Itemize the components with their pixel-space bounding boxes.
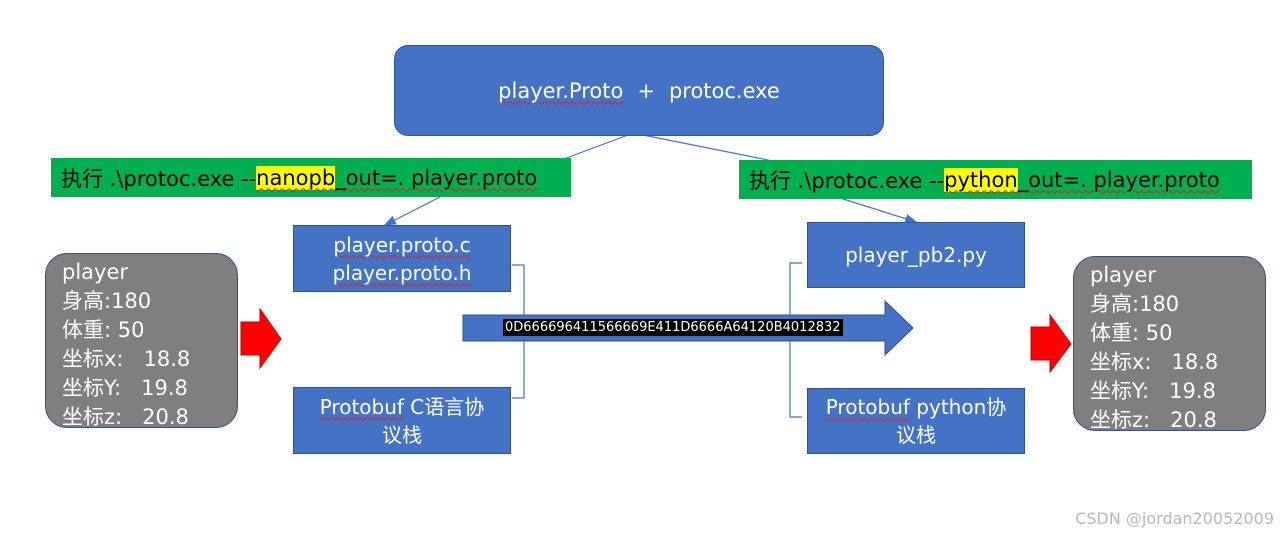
player-left-y: 坐标Y: 19.8: [62, 376, 188, 400]
cmd-right: 执行 .\protoc.exe --python_out=. player.pr…: [739, 160, 1252, 199]
stack-py: Protobuf python协 议栈: [807, 388, 1025, 454]
player-left-x: 坐标x: 18.8: [62, 347, 191, 371]
cmd-left-highlight: nanopb: [256, 165, 336, 190]
player-left-height: 身高:180: [62, 289, 152, 313]
cmd-left-prefix: 执行 .\protoc.exe --: [61, 166, 257, 191]
cmd-left: 执行 .\protoc.exe --nanopb_out=. player.pr…: [51, 158, 571, 197]
top-box: player.Proto + protoc.exe: [394, 45, 884, 136]
file-c-line1: player.proto.c: [333, 232, 471, 257]
stack-c-line1: Protobuf C语言协: [319, 394, 485, 419]
player-right-z: 坐标z: 20.8: [1090, 408, 1217, 432]
cmd-right-highlight: python: [944, 167, 1018, 192]
watermark: CSDN @jordan20052009: [1075, 509, 1274, 528]
arrow-cmd-right-to-py-file: [839, 197, 918, 224]
player-left-weight: 体重: 50: [62, 318, 145, 342]
player-left-title: player: [62, 260, 129, 284]
file-py: player_pb2.py: [807, 222, 1025, 288]
file-c-line2: player.proto.h: [332, 260, 472, 285]
hex-payload: 0D666696411566669E411D6666A64120B4012832: [503, 319, 843, 336]
stack-c-word: Protobuf: [319, 394, 404, 419]
player-left: player 身高:180 体重: 50 坐标x: 18.8 坐标Y: 19.8…: [45, 253, 238, 429]
stack-py-line2: 议栈: [896, 423, 936, 447]
stack-c: Protobuf C语言协 议栈: [293, 387, 511, 454]
top-box-plus: +: [637, 78, 655, 103]
stack-py-word: Protobuf: [825, 395, 910, 419]
file-c: player.proto.c player.proto.h: [293, 225, 511, 292]
stack-py-line1: Protobuf python协: [825, 395, 1007, 419]
top-box-protoc: protoc.exe: [668, 78, 780, 103]
player-right-y: 坐标Y: 19.8: [1090, 379, 1216, 403]
player-right-title: player: [1090, 263, 1157, 287]
cmd-right-suffix: _out=. player.proto: [1017, 167, 1220, 192]
cmd-right-prefix: 执行 .\protoc.exe --: [749, 168, 945, 193]
red-arrow-left: [240, 307, 282, 370]
arrow-cmd-left-to-c-files: [383, 196, 441, 226]
player-right: player 身高:180 体重: 50 坐标x: 18.8 坐标Y: 19.8…: [1073, 256, 1266, 432]
player-right-x: 坐标x: 18.8: [1090, 350, 1219, 374]
stack-c-line2: 议栈: [382, 422, 422, 447]
player-right-weight: 体重: 50: [1090, 321, 1173, 345]
file-py-line1: player_pb2.py: [845, 243, 987, 267]
top-box-proto: player.Proto: [498, 78, 624, 103]
player-right-height: 身高:180: [1090, 292, 1180, 316]
cmd-left-suffix: _out=. player.proto: [335, 165, 538, 190]
red-arrow-right: [1030, 313, 1072, 374]
player-left-z: 坐标z: 20.8: [62, 405, 189, 429]
